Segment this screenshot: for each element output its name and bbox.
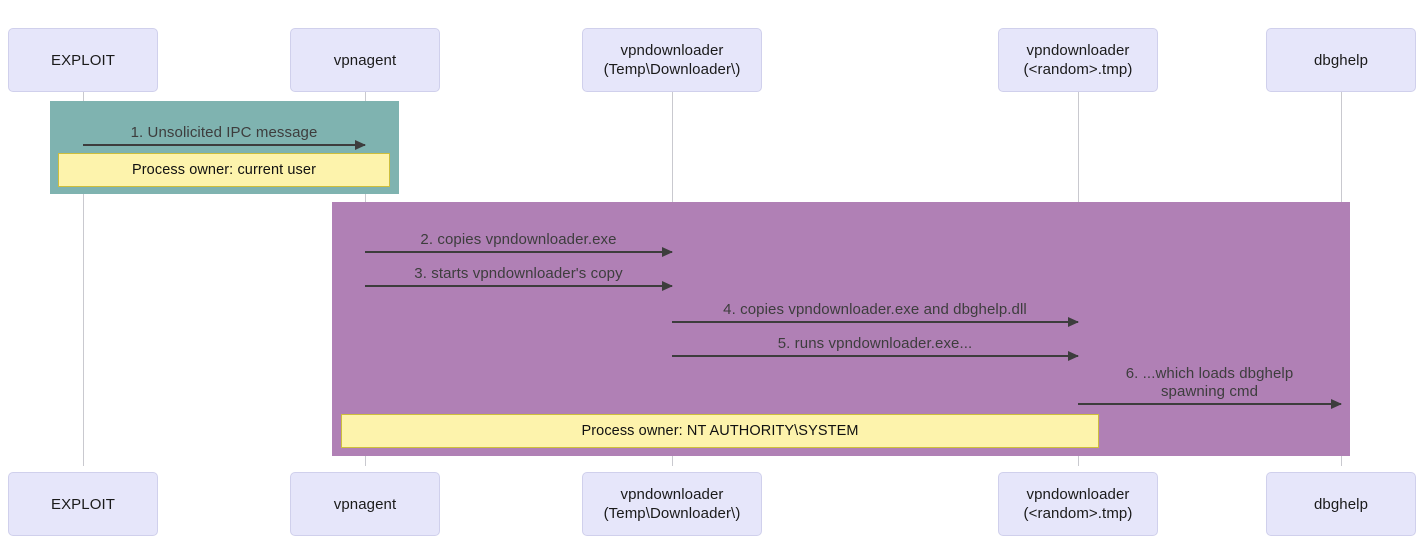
note-process-owner-system: Process owner: NT AUTHORITY\SYSTEM: [341, 414, 1099, 448]
participant-label: EXPLOIT: [50, 495, 116, 513]
message-3-starts-vpndownloaders-copy[interactable]: 3. starts vpndownloader's copy: [365, 259, 673, 291]
message-line: [672, 321, 1078, 323]
participant-header-dbghelp[interactable]: dbghelp: [1266, 28, 1416, 92]
message-4-copies-vpndownloader-and-dbghelp[interactable]: 4. copies vpndownloader.exe and dbghelp.…: [672, 295, 1079, 327]
message-line: [83, 144, 365, 146]
participant-footer-vpnagent[interactable]: vpnagent: [290, 472, 440, 536]
message-6-loads-dbghelp-spawning-cmd[interactable]: 6. ...which loads dbghelp spawning cmd: [1078, 363, 1342, 409]
participant-label: vpndownloader (Temp\Downloader\): [603, 42, 741, 78]
participant-label: dbghelp: [1313, 495, 1369, 513]
message-line: [672, 355, 1078, 357]
participant-header-vpndownloader-temp[interactable]: vpndownloader (Temp\Downloader\): [582, 28, 762, 92]
participant-footer-dbghelp[interactable]: dbghelp: [1266, 472, 1416, 536]
message-5-runs-vpndownloader-exe[interactable]: 5. runs vpndownloader.exe...: [672, 329, 1079, 361]
participant-label: dbghelp: [1313, 51, 1369, 69]
participant-label: vpndownloader (<random>.tmp): [1023, 42, 1133, 78]
message-label: 1. Unsolicited IPC message: [130, 124, 318, 141]
region-system-context: [332, 202, 1350, 456]
message-1-unsolicited-ipc-message[interactable]: 1. Unsolicited IPC message: [83, 118, 366, 150]
note-label: Process owner: NT AUTHORITY\SYSTEM: [581, 423, 859, 439]
note-label: Process owner: current user: [131, 162, 317, 178]
participant-label: EXPLOIT: [50, 51, 116, 69]
participant-footer-vpndownloader-temp[interactable]: vpndownloader (Temp\Downloader\): [582, 472, 762, 536]
participant-label: vpnagent: [333, 495, 397, 513]
participant-header-vpndownloader-random[interactable]: vpndownloader (<random>.tmp): [998, 28, 1158, 92]
message-label: 3. starts vpndownloader's copy: [414, 265, 623, 282]
message-line: [365, 251, 672, 253]
participant-label: vpndownloader (<random>.tmp): [1023, 486, 1133, 522]
lifeline-exploit: [83, 92, 84, 466]
message-label: 4. copies vpndownloader.exe and dbghelp.…: [723, 301, 1027, 318]
participant-header-vpnagent[interactable]: vpnagent: [290, 28, 440, 92]
arrow-head-icon: [355, 140, 366, 150]
participant-header-exploit[interactable]: EXPLOIT: [8, 28, 158, 92]
message-label: 5. runs vpndownloader.exe...: [777, 335, 973, 352]
message-label: 6. ...which loads dbghelp spawning cmd: [1125, 365, 1294, 400]
message-line: [365, 285, 672, 287]
message-label: 2. copies vpndownloader.exe: [420, 231, 617, 248]
arrow-head-icon: [1068, 317, 1079, 327]
message-2-copies-vpndownloader-exe[interactable]: 2. copies vpndownloader.exe: [365, 225, 673, 257]
arrow-head-icon: [662, 247, 673, 257]
message-line: [1078, 403, 1341, 405]
participant-label: vpnagent: [333, 51, 397, 69]
participant-footer-vpndownloader-random[interactable]: vpndownloader (<random>.tmp): [998, 472, 1158, 536]
participant-footer-exploit[interactable]: EXPLOIT: [8, 472, 158, 536]
arrow-head-icon: [1068, 351, 1079, 361]
arrow-head-icon: [662, 281, 673, 291]
arrow-head-icon: [1331, 399, 1342, 409]
participant-label: vpndownloader (Temp\Downloader\): [603, 486, 741, 522]
note-process-owner-current-user: Process owner: current user: [58, 153, 390, 187]
